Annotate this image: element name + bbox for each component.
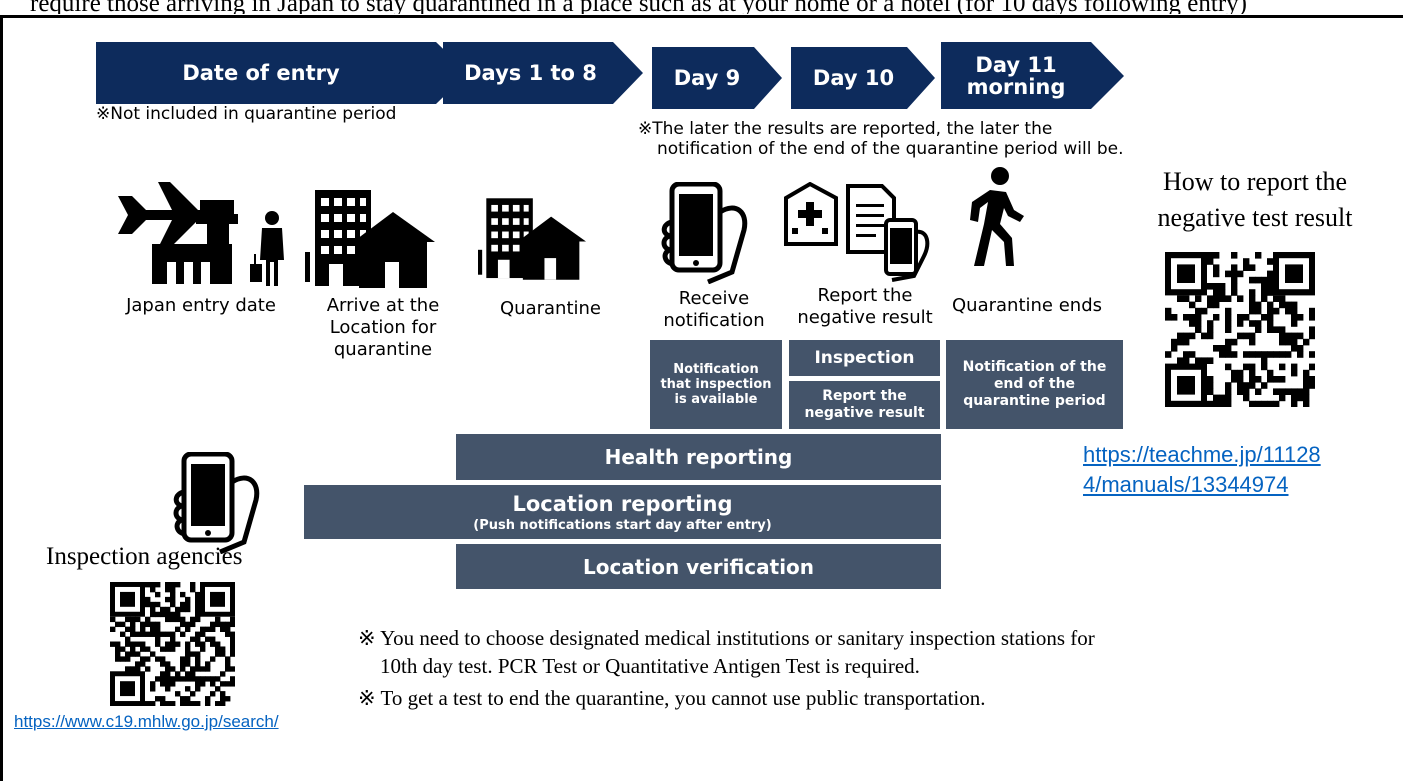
location-reporting-bar: Location reporting (Push notifications s… bbox=[304, 485, 941, 539]
stage-receive-label: Receive notification bbox=[663, 288, 765, 331]
timeline-step-day-11: Day 11 morning bbox=[941, 42, 1124, 109]
note-results-2: notification of the end of the quarantin… bbox=[657, 139, 1124, 159]
agencies-title: Inspection agencies bbox=[46, 543, 243, 570]
location-reporting-sub: (Push notifications start day after entr… bbox=[473, 517, 772, 533]
building-house-icon bbox=[305, 190, 435, 288]
timeline-step-label: Day 10 bbox=[812, 66, 895, 90]
stage-quarantine-label: Quarantine bbox=[500, 298, 601, 319]
agencies-search-link[interactable]: https://www.c19.mhlw.go.jp/search/ bbox=[14, 712, 279, 731]
header-text: require those arriving in Japan to stay … bbox=[30, 0, 1247, 14]
timeline-step-label: Date of entry bbox=[182, 61, 340, 85]
location-verification-bar: Location verification bbox=[456, 544, 941, 589]
timeline-step-label: Day 11 morning bbox=[966, 52, 1066, 99]
stage-entry-label: Japan entry date bbox=[126, 295, 276, 316]
walking-person-icon bbox=[970, 167, 1024, 266]
note-line-1: ※ You need to choose designated medical … bbox=[358, 626, 1095, 650]
timeline-step-day-9: Day 9 bbox=[652, 47, 782, 109]
note-line-3: ※ To get a test to end the quarantine, y… bbox=[358, 686, 986, 710]
timeline-step-label: Day 9 bbox=[673, 66, 741, 90]
diagram-frame bbox=[0, 15, 1403, 781]
airport-icon bbox=[118, 182, 238, 284]
qr-code-agencies bbox=[110, 582, 235, 706]
stage-arrive-label: Arrive at the Location for quarantine bbox=[326, 295, 440, 360]
note-results-1: ※The later the results are reported, the… bbox=[638, 119, 1053, 139]
stage-report-label: Report the negative result bbox=[797, 285, 933, 328]
smartphone-hand-icon bbox=[661, 182, 748, 284]
report-url-line2[interactable]: 4/manuals/13344974 bbox=[1083, 472, 1289, 497]
building-house-icon bbox=[478, 198, 586, 280]
report-title: How to report the negative test result bbox=[1130, 164, 1380, 236]
timeline-step-days-1-8: Days 1 to 8 bbox=[443, 42, 643, 104]
stage-ends-label: Quarantine ends bbox=[952, 295, 1102, 316]
note-entry: ※Not included in quarantine period bbox=[96, 104, 397, 124]
report-title-line2: negative test result bbox=[1157, 203, 1353, 232]
report-url-line1[interactable]: https://teachme.jp/11128 bbox=[1083, 442, 1321, 467]
report-title-line1: How to report the bbox=[1162, 167, 1348, 196]
health-reporting-bar: Health reporting bbox=[456, 434, 941, 480]
end-notification-box: Notification of the end of the quarantin… bbox=[946, 340, 1123, 429]
notes-block: ※ You need to choose designated medical … bbox=[358, 624, 1095, 712]
timeline-step-day-10: Day 10 bbox=[791, 47, 935, 109]
report-negative-box: Report the negative result bbox=[789, 381, 940, 429]
timeline-step-entry: Date of entry bbox=[96, 42, 468, 104]
note-line-2: 10th day test. PCR Test or Quantitative … bbox=[380, 654, 920, 678]
traveler-icon bbox=[250, 211, 284, 286]
hospital-document-icon bbox=[784, 182, 930, 282]
inspection-box: Inspection bbox=[789, 340, 940, 376]
report-manual-link[interactable]: https://teachme.jp/11128 4/manuals/13344… bbox=[1083, 440, 1321, 500]
qr-code-report bbox=[1165, 252, 1315, 407]
timeline-step-label: Days 1 to 8 bbox=[464, 61, 597, 85]
smartphone-hand-icon bbox=[173, 452, 260, 554]
notification-available-box: Notification that inspection is availabl… bbox=[650, 340, 782, 429]
location-reporting-label: Location reporting bbox=[512, 491, 733, 516]
